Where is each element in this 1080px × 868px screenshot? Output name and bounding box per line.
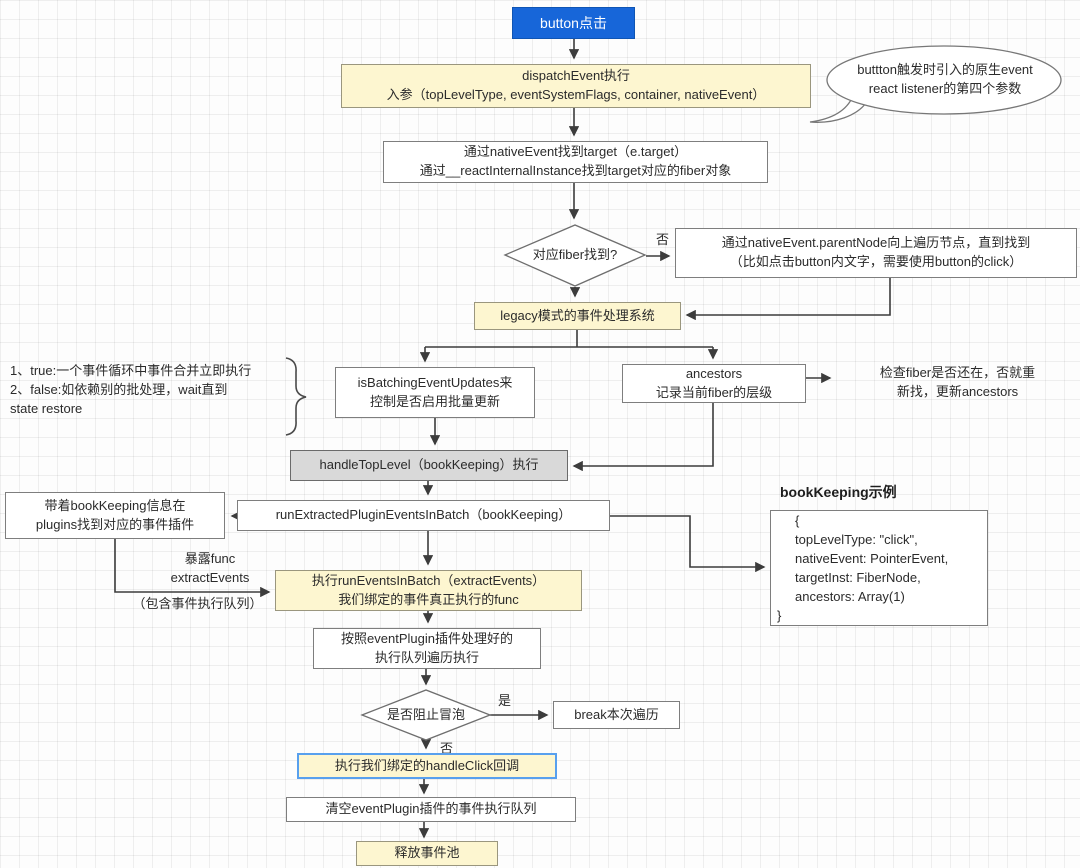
node-clear-queue: 清空eventPlugin插件的事件执行队列 bbox=[286, 797, 576, 822]
node-traverse-parent-line2: （比如点击button内文字，需要使用button的click） bbox=[729, 254, 1023, 269]
node-handle-click-label: 执行我们绑定的handleClick回调 bbox=[334, 757, 520, 773]
speech-bubble-line1: buttton触发时引入的原生event bbox=[857, 62, 1033, 78]
node-legacy-system: legacy模式的事件处理系统 bbox=[474, 302, 681, 330]
node-release-pool-label: 释放事件池 bbox=[394, 845, 460, 861]
node-find-target-line2: 通过__reactInternalInstance找到target对应的fibe… bbox=[419, 163, 732, 178]
node-handle-top-level-label: handleTopLevel（bookKeeping）执行 bbox=[319, 457, 539, 473]
node-event-plugin-line1: 按照eventPlugin插件处理好的 bbox=[341, 630, 513, 646]
node-ancestors-line2: 记录当前fiber的层级 bbox=[655, 384, 773, 400]
code-line: topLevelType: "click", bbox=[795, 532, 918, 547]
node-handle-top-level: handleTopLevel（bookKeeping）执行 bbox=[290, 450, 568, 481]
node-button-click: button点击 bbox=[512, 7, 635, 39]
node-with-bookkeeping-line2: plugins找到对应的事件插件 bbox=[35, 516, 195, 532]
bookkeeping-example-code: { topLevelType: "click", nativeEvent: Po… bbox=[770, 510, 988, 626]
note-batching-line3: state restore bbox=[10, 400, 83, 416]
note-check-fiber-line1: 检查fiber是否还在，否就重 bbox=[879, 365, 1036, 381]
code-line: } bbox=[777, 608, 782, 623]
speech-bubble-text: buttton触发时引入的原生event react listener的第四个参… bbox=[832, 55, 1058, 105]
note-event-queue-label: （包含事件执行队列） bbox=[132, 595, 263, 611]
edge-label-bubble-no: 否 bbox=[440, 741, 454, 756]
node-release-pool: 释放事件池 bbox=[356, 841, 498, 866]
note-event-queue: （包含事件执行队列） bbox=[130, 594, 265, 614]
note-batching-modes: 1、true:一个事件循环中事件合并立即执行 2、false:如依赖别的批处理，… bbox=[10, 362, 285, 434]
node-event-plugin-line2: 执行队列遍历执行 bbox=[374, 649, 479, 665]
note-check-fiber-line2: 新找，更新ancestors bbox=[896, 384, 1019, 399]
speech-bubble-line2: react listener的第四个参数 bbox=[868, 81, 1022, 96]
node-dispatch-line2: 入参（topLevelType, eventSystemFlags, conta… bbox=[386, 87, 766, 102]
note-check-fiber: 检查fiber是否还在，否就重 新找，更新ancestors bbox=[835, 362, 1080, 404]
node-find-target-line1: 通过nativeEvent找到target（e.target） bbox=[463, 144, 688, 160]
node-with-bookkeeping-line1: 带着bookKeeping信息在 bbox=[44, 497, 186, 513]
node-button-click-label: button点击 bbox=[540, 14, 607, 31]
note-expose-func-line1: 暴露func bbox=[184, 551, 236, 567]
node-with-bookkeeping: 带着bookKeeping信息在 plugins找到对应的事件插件 bbox=[5, 492, 225, 539]
node-event-plugin-queue: 按照eventPlugin插件处理好的 执行队列遍历执行 bbox=[313, 628, 541, 669]
edge-label-fiber-no: 否 bbox=[656, 232, 670, 247]
node-is-batching-line2: 控制是否启用批量更新 bbox=[369, 393, 500, 409]
node-is-batching: isBatchingEventUpdates来 控制是否启用批量更新 bbox=[335, 367, 535, 418]
node-break-loop: break本次遍历 bbox=[553, 701, 680, 729]
node-clear-queue-label: 清空eventPlugin插件的事件执行队列 bbox=[325, 801, 537, 817]
node-run-extracted-label: runExtractedPluginEventsInBatch（bookKeep… bbox=[275, 507, 572, 523]
brace-shape bbox=[285, 357, 307, 436]
node-run-events-line2: 我们绑定的事件真正执行的func bbox=[338, 591, 519, 607]
node-legacy-system-label: legacy模式的事件处理系统 bbox=[500, 307, 655, 323]
node-ancestors: ancestors 记录当前fiber的层级 bbox=[622, 364, 806, 403]
node-find-target: 通过nativeEvent找到target（e.target） 通过__reac… bbox=[383, 141, 768, 183]
node-dispatch-line1: dispatchEvent执行 bbox=[522, 68, 630, 84]
code-line: nativeEvent: PointerEvent, bbox=[795, 551, 949, 566]
node-traverse-parent-line1: 通过nativeEvent.parentNode向上遍历节点，直到找到 bbox=[721, 235, 1031, 251]
node-run-events-in-batch: 执行runEventsInBatch（extractEvents） 我们绑定的事… bbox=[275, 570, 582, 611]
node-ancestors-line1: ancestors bbox=[685, 365, 743, 381]
node-run-events-line1: 执行runEventsInBatch（extractEvents） bbox=[311, 572, 546, 588]
node-run-extracted: runExtractedPluginEventsInBatch（bookKeep… bbox=[237, 500, 610, 531]
node-is-batching-line1: isBatchingEventUpdates来 bbox=[357, 374, 513, 390]
edge-label-bubble-yes: 是 bbox=[498, 693, 512, 708]
decision-stop-bubble: 是否阻止冒泡 bbox=[362, 700, 490, 730]
code-line: ancestors: Array(1) bbox=[795, 589, 905, 604]
note-expose-func-line2: extractEvents bbox=[170, 570, 250, 585]
note-expose-func: 暴露func extractEvents bbox=[150, 550, 270, 588]
note-batching-line2: 2、false:如依赖别的批处理，wait直到 bbox=[10, 381, 228, 397]
node-dispatch-event: dispatchEvent执行 入参（topLevelType, eventSy… bbox=[341, 64, 811, 108]
code-line: { bbox=[795, 513, 800, 528]
decision-fiber-found: 对应fiber找到? bbox=[505, 240, 645, 270]
decision-fiber-found-label: 对应fiber找到? bbox=[532, 246, 618, 262]
bookkeeping-example-title: bookKeeping示例 bbox=[780, 484, 897, 500]
decision-stop-bubble-label: 是否阻止冒泡 bbox=[386, 706, 465, 722]
node-break-loop-label: break本次遍历 bbox=[574, 706, 659, 722]
code-line: targetInst: FiberNode, bbox=[795, 570, 921, 585]
node-handle-click: 执行我们绑定的handleClick回调 bbox=[297, 753, 557, 779]
node-traverse-parent: 通过nativeEvent.parentNode向上遍历节点，直到找到 （比如点… bbox=[675, 228, 1077, 278]
note-batching-line1: 1、true:一个事件循环中事件合并立即执行 bbox=[10, 363, 252, 378]
